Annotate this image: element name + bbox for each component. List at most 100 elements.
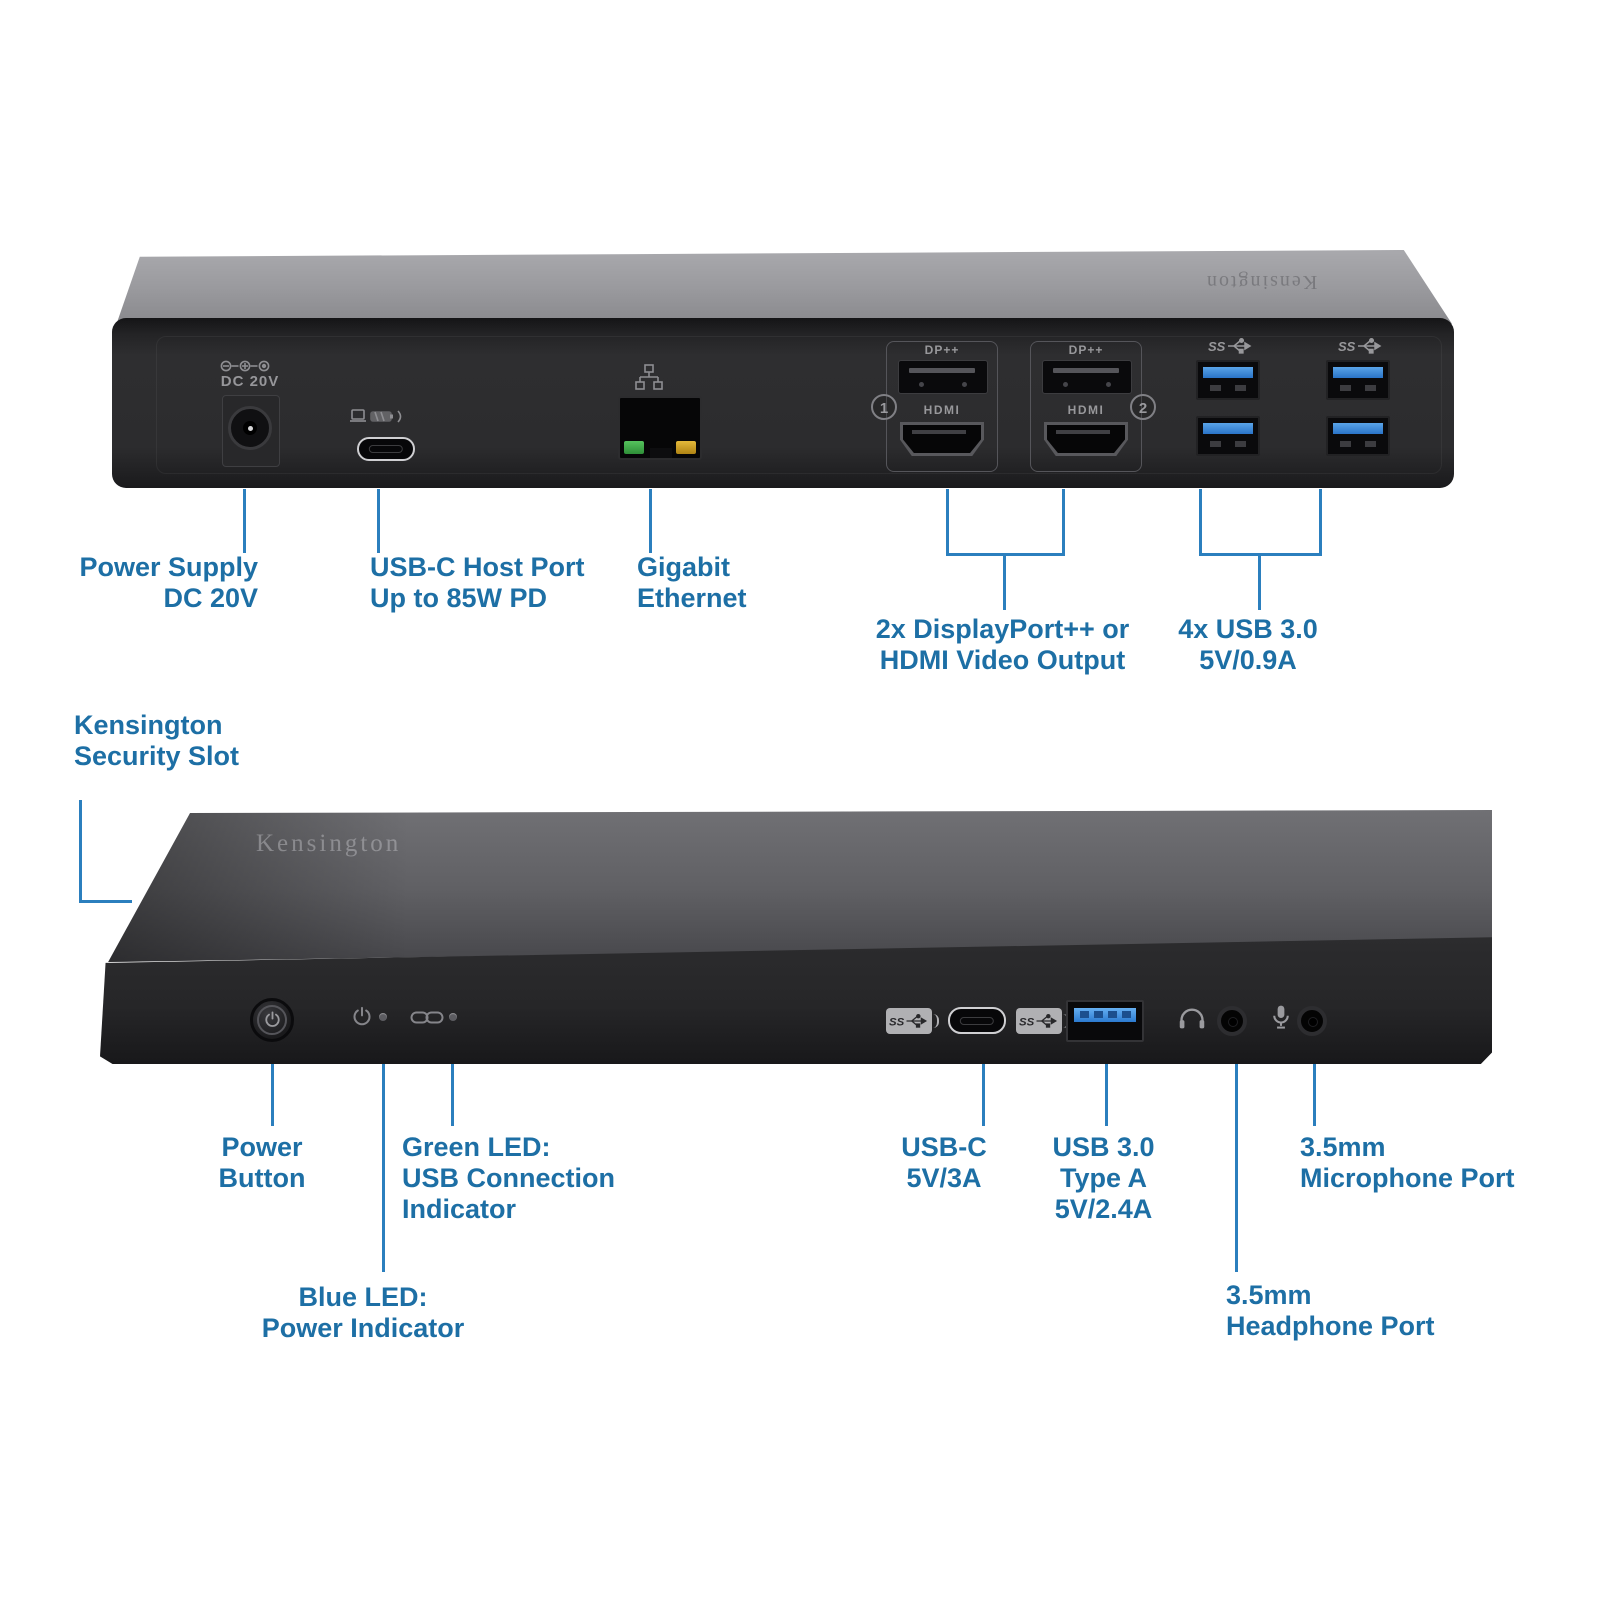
displayport-port-2: [1042, 360, 1132, 394]
callout-line-security-slot-v: [79, 800, 82, 903]
displayport-tongue-2: [1053, 368, 1119, 373]
callout-line-green-led: [451, 1064, 454, 1126]
group-number-2: 2: [1130, 394, 1156, 420]
headphone-icon: [1179, 1008, 1205, 1029]
hdmi-tongue-1: [912, 430, 966, 434]
hdmi-port-2: [1044, 422, 1128, 456]
usb-ss-icon: SS: [889, 1013, 928, 1028]
usb-a-front-port: [1066, 1000, 1144, 1042]
power-button: [250, 998, 294, 1042]
usb-c-front-port: [948, 1007, 1006, 1034]
usb3-tongue: [1203, 367, 1253, 378]
usb-connection-icon: [410, 1011, 444, 1024]
callout-label-security-slot: Kensington Security Slot: [74, 710, 240, 771]
ethernet-green-led: [624, 441, 644, 454]
callout-line-headphone: [1235, 1064, 1238, 1272]
callout-label-usbc-host: USB-C Host Port Up to 85W PD: [370, 552, 585, 613]
power-button-ring: [257, 1005, 287, 1035]
video-group-2: DP++ HDMI: [1030, 341, 1142, 472]
dp-pin: [1063, 382, 1068, 387]
dock-front-top-shade: [108, 810, 1492, 962]
callout-line-usbc-host: [377, 489, 380, 553]
callout-label-power-button: Power Button: [218, 1132, 306, 1193]
callout-bracket-usb-left: [1199, 489, 1202, 556]
usb-c-host-port-inner: [368, 445, 404, 453]
kensington-logo: Kensington: [256, 830, 402, 857]
callout-line-usba-front: [1105, 1064, 1108, 1126]
usb-contact: [1340, 385, 1351, 391]
callout-label-microphone: 3.5mm Microphone Port: [1300, 1132, 1515, 1193]
callout-label-video: 2x DisplayPort++ or HDMI Video Output: [875, 614, 1130, 675]
dc-polarity-icon: [220, 360, 270, 372]
kensington-logo: Kensington: [1205, 271, 1318, 293]
callout-label-blue-led: Blue LED: Power Indicator: [261, 1282, 465, 1343]
usb-contact: [1210, 385, 1221, 391]
callout-label-headphone: 3.5mm Headphone Port: [1226, 1280, 1435, 1341]
power-led: [379, 1013, 387, 1021]
usb-a-tongue: [1074, 1008, 1136, 1022]
usb-contact: [1235, 385, 1246, 391]
usb3-port-1: [1196, 360, 1260, 400]
callout-line-security-slot-h: [79, 900, 132, 903]
ethernet-port: [618, 396, 702, 460]
hdmi-tongue-2: [1056, 430, 1110, 434]
dp-pin: [962, 382, 967, 387]
callout-label-usb3-typea: USB 3.0 Type A 5V/2.4A: [1052, 1132, 1155, 1224]
svg-text:SS: SS: [1338, 339, 1356, 354]
ethernet-notch: [650, 448, 672, 458]
headphone-jack-hole: [1228, 1017, 1238, 1027]
group-number-1: 1: [871, 394, 897, 420]
dock-front-top-surface: [108, 810, 1492, 962]
hdmi-label-1: HDMI: [923, 403, 961, 417]
usb-ss-badge: SS: [886, 1008, 939, 1034]
ethernet-yellow-led: [676, 441, 696, 454]
usb-connection-led: [449, 1013, 457, 1021]
usb-c-front-port-inner: [959, 1016, 995, 1025]
callout-label-green-led: Green LED: USB Connection Indicator: [402, 1132, 615, 1224]
video-group-1: DP++ HDMI: [886, 341, 998, 472]
back-panel-seam: [156, 336, 1442, 474]
callout-label-usbc-front: USB-C 5V/3A: [901, 1132, 987, 1193]
usb-c-host-port: [357, 437, 415, 461]
headphone-jack: [1217, 1006, 1247, 1036]
laptop-battery-icon: [350, 409, 402, 423]
usb-contact: [1210, 441, 1221, 447]
callout-line-blue-led: [382, 1064, 385, 1272]
callout-bracket-video-left: [946, 489, 949, 556]
hdmi-port-2-inner: [1047, 425, 1125, 453]
callout-label-ethernet: Gigabit Ethernet: [637, 552, 747, 613]
usb-ss-icon: SS: [1338, 337, 1382, 354]
usb-ss-icon: SS: [1019, 1013, 1058, 1028]
callout-line-power-button: [271, 1064, 274, 1126]
usb3-tongue: [1333, 367, 1383, 378]
microphone-jack-hole: [1308, 1017, 1318, 1027]
callout-stem-usb: [1258, 556, 1261, 610]
dc-jack-pin: [248, 426, 253, 431]
dc-power-jack: [228, 406, 272, 450]
callout-bracket-usb-bottom: [1199, 553, 1322, 556]
usb-contact: [1094, 1011, 1103, 1018]
usb-ss-badge: SS: [1016, 1008, 1069, 1034]
usb3-tongue: [1333, 423, 1383, 434]
usb3-port-3: [1196, 416, 1260, 456]
usb3-port-2: [1326, 360, 1390, 400]
usb-contact: [1108, 1011, 1117, 1018]
callout-line-microphone: [1313, 1064, 1316, 1126]
dp-pin: [1106, 382, 1111, 387]
displayport-tongue-1: [909, 368, 975, 373]
dp-label-2: DP++: [1068, 343, 1104, 357]
callout-line-power-supply: [243, 489, 246, 553]
power-icon: [265, 1011, 280, 1027]
callout-line-usbc-front: [982, 1064, 985, 1126]
svg-text:SS: SS: [1208, 339, 1226, 354]
usb-contact: [1365, 385, 1376, 391]
power-led-icon: [353, 1006, 371, 1026]
displayport-port-1: [898, 360, 988, 394]
dp-pin: [919, 382, 924, 387]
network-icon: [635, 364, 663, 390]
dc-20v-label: DC 20V: [220, 373, 280, 390]
microphone-icon: [1273, 1005, 1289, 1029]
callout-bracket-video-bottom: [946, 553, 1065, 556]
usb-contact: [1122, 1011, 1131, 1018]
